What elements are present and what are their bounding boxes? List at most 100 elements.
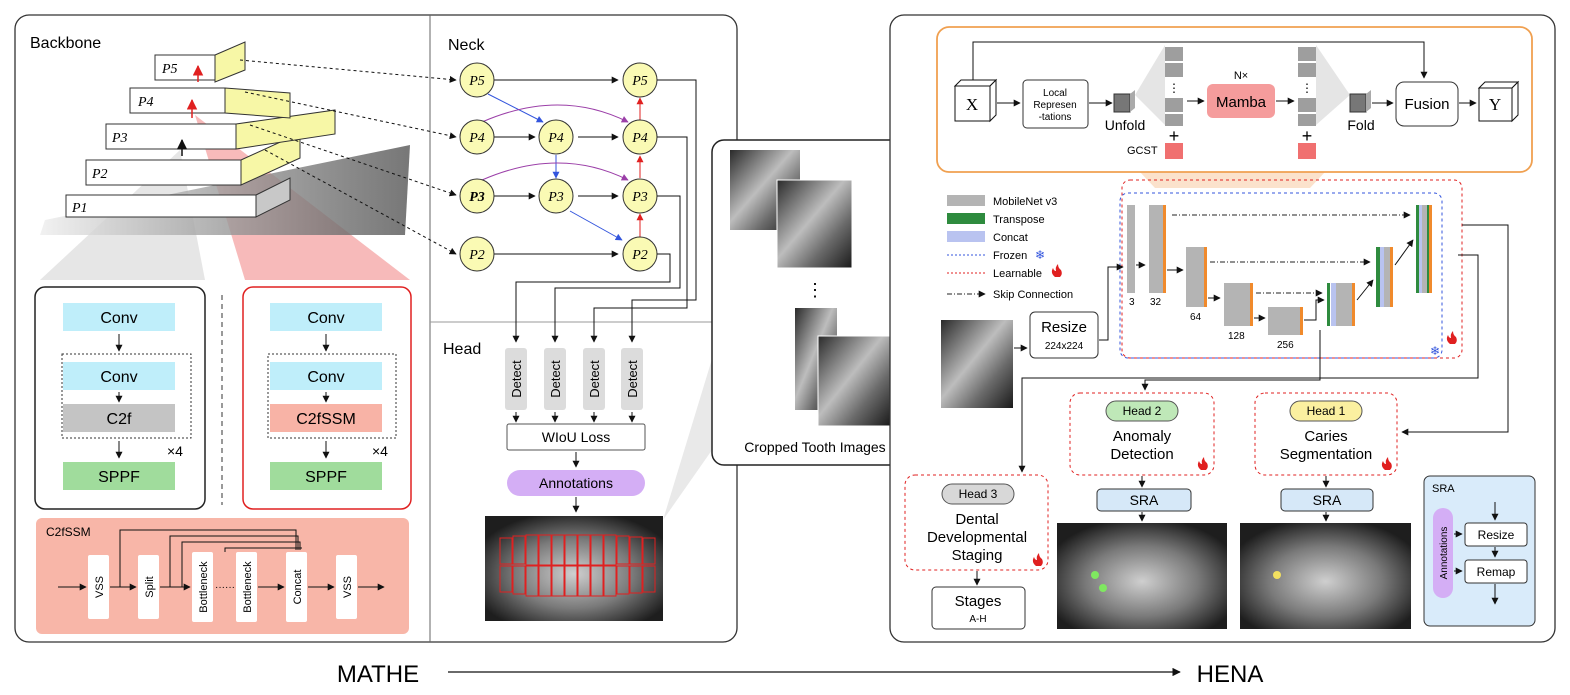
output-y-label: Y	[1489, 95, 1501, 114]
concat-block: Concat	[292, 570, 304, 605]
flame-icon-head2	[1197, 457, 1208, 470]
input-tooth-image	[941, 320, 1013, 408]
pyramid-layer-p2	[85, 132, 301, 186]
unet-channel-32: 32	[1150, 297, 1162, 308]
bottleneck-block-2: Bottleneck	[242, 561, 254, 613]
bottleneck-dots: ······	[215, 582, 235, 593]
sra-box-head2	[1096, 488, 1192, 512]
local-rep-line-2: Represen	[1033, 100, 1076, 111]
dotted-link-p2	[264, 149, 457, 255]
head1-badge	[1289, 400, 1363, 422]
legend-label-frozen: Frozen	[993, 250, 1027, 262]
neck-node-c2-p3	[538, 178, 574, 214]
legend-label-mobilenet: MobileNet v3	[993, 196, 1057, 208]
fusion-box	[1395, 81, 1459, 127]
head2-title-line2: Detection	[1110, 446, 1173, 463]
flame-icon-head3	[1032, 553, 1043, 566]
sra-annotations-label: Annotations	[1439, 527, 1450, 580]
neck-node-c1-p2	[459, 236, 495, 272]
neck-label-c2-p4: P4	[547, 131, 564, 146]
pyramid-layer-p1	[65, 177, 291, 218]
legend-label-skip: Skip Connection	[993, 289, 1073, 301]
cropped-images-label: Cropped Tooth Images	[744, 439, 885, 455]
pyramid-label-p5: P5	[161, 62, 178, 77]
frozen-region	[1119, 192, 1443, 359]
c2f-block: Conv Conv C2f SPPF ×4	[34, 286, 206, 510]
detect-label-3: Detect	[587, 360, 602, 398]
head-title: Head	[443, 341, 481, 358]
tooth-bounding-boxes	[499, 534, 656, 597]
unet-channel-64: 64	[1190, 312, 1202, 323]
neck-node-c1-p4	[459, 119, 495, 155]
neck-label-c2-p3: P3	[547, 190, 564, 205]
neck-label-c3-p5: P5	[631, 74, 648, 89]
route-to-head1	[1401, 224, 1509, 436]
detect-label-1: Detect	[509, 360, 524, 398]
neck-node-c2-p4	[538, 119, 574, 155]
c2fssm-module	[270, 404, 382, 432]
local-rep-box	[1022, 79, 1089, 129]
anomaly-marker-1	[1091, 571, 1099, 579]
gcst-label: GCST	[1127, 145, 1158, 157]
anomaly-result-xray	[1057, 523, 1227, 629]
dotted-link-p5	[239, 59, 457, 83]
conv-block-3	[270, 303, 382, 331]
head3-title-line2: Developmental	[927, 529, 1027, 546]
blue-edge-1	[487, 93, 544, 123]
resize-size: 224x224	[1045, 341, 1084, 352]
neck-node-c1-p3	[459, 178, 495, 214]
sra-box-head1	[1280, 488, 1374, 512]
unet-channel-128: 128	[1228, 331, 1245, 342]
detect-label-4: Detect	[625, 360, 640, 398]
mathe-label: MATHE	[337, 661, 419, 688]
pyramid-label-p1: P1	[71, 201, 88, 216]
head3-title-line1: Dental	[955, 511, 998, 528]
sppf-block-2	[270, 462, 382, 490]
sra-label-head2: SRA	[1130, 492, 1159, 508]
sra-resize-box	[1464, 522, 1528, 547]
token-column-right	[1298, 47, 1316, 126]
sra-label-head1: SRA	[1313, 492, 1342, 508]
legend-label-learnable: Learnable	[993, 268, 1042, 280]
vss-block-1: VSS	[94, 576, 106, 598]
dotted-link-p3	[249, 124, 457, 197]
wiou-loss-box	[506, 423, 646, 451]
detect-block-2	[544, 348, 566, 410]
snowflake-icon: ❄	[1035, 248, 1045, 262]
sra-remap-label: Remap	[1477, 565, 1516, 579]
head2-badge	[1105, 400, 1179, 422]
repeat-label: ×4	[167, 443, 183, 459]
head1-badge-label: Head 1	[1307, 404, 1346, 418]
sra-remap-box	[1464, 559, 1528, 584]
neck-section: Neck P5 P4 P3 P2 P4 P3	[239, 37, 697, 343]
conv-block-2	[63, 362, 175, 390]
bottleneck-block-1: Bottleneck	[198, 561, 210, 613]
hena-input: Resize 224x224	[941, 263, 1124, 408]
unet-channel-3: 3	[1129, 297, 1135, 308]
token-dots-left: ⋮	[1168, 81, 1180, 95]
route-to-head3	[1018, 254, 1479, 473]
legend-label-concat: Concat	[993, 232, 1028, 244]
wiou-loss-label: WIoU Loss	[542, 429, 610, 445]
sra-detail-panel: SRA Annotations Resize Remap	[1423, 475, 1536, 627]
backbone-title: Backbone	[30, 35, 101, 52]
head2-badge-label: Head 2	[1123, 404, 1162, 418]
pyramid-label-p4: P4	[137, 95, 154, 110]
head3-badge	[941, 483, 1015, 505]
pyramid-layer-p5	[154, 41, 246, 83]
neck-label-c1-p2: P2	[468, 248, 485, 263]
sppf-block	[63, 462, 175, 490]
head2-title-line1: Anomaly	[1113, 428, 1172, 445]
mamba-box	[1207, 84, 1275, 118]
conv-block-1	[63, 303, 175, 331]
neck-label-c1-p4: P4	[468, 131, 485, 146]
neck-label-c3-p2: P2	[631, 248, 648, 263]
detect-block-3	[583, 348, 605, 410]
sppf-label: SPPF	[98, 469, 140, 486]
repeat-label-2: ×4	[372, 443, 388, 459]
stages-title: Stages	[955, 593, 1002, 610]
mamba-label: Mamba	[1216, 94, 1267, 111]
unet-block: ❄ 3 32 64 128 256	[1119, 179, 1463, 359]
vertical-ellipsis: ⋮	[806, 280, 824, 300]
